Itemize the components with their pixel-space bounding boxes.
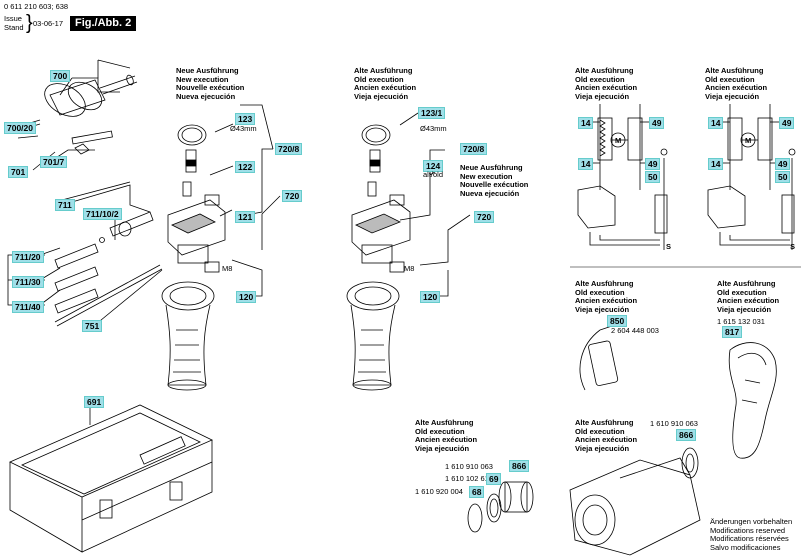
partno-817: 1 615 132 031 (717, 317, 765, 326)
issue-date: 03-06-17 (33, 19, 64, 28)
label-123-1: 123/1 (418, 107, 446, 119)
label-817: 817 (722, 326, 743, 338)
label-711: 711 (55, 199, 75, 211)
label-14: 14 (578, 117, 594, 129)
label-720-old: 720 (474, 211, 495, 223)
label-50: 50 (645, 171, 661, 183)
gear-housing-drawing (569, 447, 701, 556)
label-711-10-2: 711/10/2 (83, 208, 122, 220)
label-120: 120 (236, 291, 257, 303)
label-850: 850 (607, 315, 628, 327)
diameter-43mm: Ø43mm (230, 124, 257, 133)
note-old-execution-housing: Alte Ausführung Old execution Ancien exé… (575, 418, 638, 453)
label-124: 124 (423, 160, 444, 172)
stand-label: Stand (4, 23, 24, 32)
label-14-lower: 14 (578, 158, 594, 170)
partno-866-housing: 1 610 910 063 (650, 419, 698, 428)
side-handle-old (346, 281, 400, 391)
label-49: 49 (649, 117, 665, 129)
label-720: 720 (282, 190, 303, 202)
label-691: 691 (84, 396, 105, 408)
note-old-execution-817: Alte Ausführung Old execution Ancien exé… (717, 279, 780, 314)
partno-69: 1 610 102 618 (445, 474, 493, 483)
suppressor-drawing (579, 325, 619, 391)
figure-tag: Fig./Abb. 2 (70, 16, 137, 31)
label-122: 122 (235, 161, 256, 173)
label-720-8-old: 720/8 (460, 143, 488, 155)
note-old-execution-wiring-1: Alte Ausführung Old execution Ancien exé… (575, 66, 638, 101)
label-720-8: 720/8 (275, 143, 303, 155)
switch-s-label-2: S (790, 242, 796, 251)
carrying-case-drawing (9, 404, 213, 553)
depth-stop-clamp-old (351, 124, 411, 273)
label-121: 121 (235, 211, 256, 223)
note-old-execution-bearing: Alte Ausführung Old execution Ancien exé… (415, 418, 478, 453)
note-new-execution: Neue Ausführung New execution Nouvelle e… (176, 66, 245, 101)
partno-68: 1 610 920 004 (415, 487, 463, 496)
label-701-7: 701/7 (40, 156, 68, 168)
label-866: 866 (509, 460, 530, 472)
label-49-lower: 49 (645, 158, 661, 170)
label-14-2: 14 (708, 117, 724, 129)
bits-drawing (54, 211, 163, 327)
note-old-execution-wiring-2: Alte Ausführung Old execution Ancien exé… (705, 66, 768, 101)
issue-label: Issue (4, 14, 22, 23)
wiring-diagram-1 (577, 104, 668, 250)
label-120-old: 120 (420, 291, 441, 303)
note-old-execution-clamp: Alte Ausführung Old execution Ancien exé… (354, 66, 417, 101)
label-711-20: 711/20 (12, 251, 44, 263)
label-701: 701 (8, 166, 29, 178)
label-50-2: 50 (775, 171, 791, 183)
alt-old-text: alt/old (423, 170, 444, 179)
note-old-execution-850: Alte Ausführung Old execution Ancien exé… (575, 279, 638, 314)
label-751: 751 (82, 320, 103, 332)
partno-850: 2 604 448 003 (611, 326, 659, 335)
modifications-note: Änderungen vorbehalten Modifications res… (710, 517, 793, 552)
label-866-housing: 866 (676, 429, 697, 441)
bearing-parts-drawing (467, 481, 534, 533)
drill-chuck-drawing (19, 74, 138, 155)
motor-symbol-2: M (745, 136, 752, 145)
label-49-2-lower: 49 (775, 158, 791, 170)
label-700-20: 700/20 (4, 122, 36, 134)
label-711-40: 711/40 (12, 301, 44, 313)
label-700: 700 (50, 70, 71, 82)
label-69: 69 (486, 473, 502, 485)
label-68: 68 (469, 486, 485, 498)
diameter-43mm-old: Ø43mm (420, 124, 447, 133)
thread-m8: M8 (222, 264, 233, 273)
switch-s-label: S (666, 242, 672, 251)
note-new-execution-2: Neue Ausführung New execution Nouvelle e… (460, 163, 529, 198)
handle-shell-drawing (728, 342, 777, 459)
thread-m8-old: M8 (404, 264, 415, 273)
motor-symbol: M (615, 136, 622, 145)
depth-stop-clamp-new (167, 124, 226, 273)
label-49-2: 49 (779, 117, 795, 129)
brace-glyph: } (26, 12, 33, 34)
label-123: 123 (235, 113, 256, 125)
label-711-30: 711/30 (12, 276, 44, 288)
label-14-2-lower: 14 (708, 158, 724, 170)
partno-866: 1 610 910 063 (445, 462, 493, 471)
part-number: 0 611 210 603; 638 (4, 2, 69, 11)
side-handle-new (161, 281, 215, 391)
